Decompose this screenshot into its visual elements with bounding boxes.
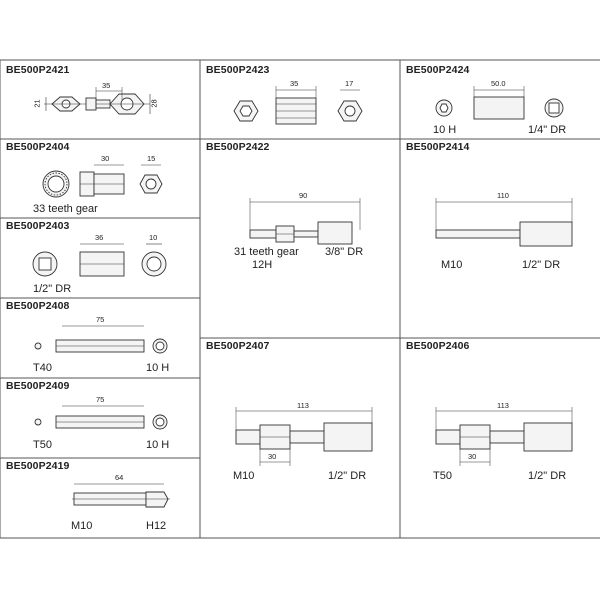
label-2424-drive: 1/4" DR bbox=[528, 124, 567, 136]
dim-2403-length: 36 bbox=[95, 233, 104, 242]
dim-2421-left: 21 bbox=[32, 99, 42, 108]
label-2419-h12: H12 bbox=[146, 520, 167, 532]
label-2404-gear: 33 teeth gear bbox=[33, 203, 98, 215]
dim-2403-hex: 10 bbox=[149, 233, 158, 242]
part-code-2406: BE500P2406 bbox=[404, 340, 472, 353]
label-2422-12h: 12H bbox=[252, 259, 273, 271]
drawing-2407 bbox=[235, 407, 373, 466]
part-code-2419: BE500P2419 bbox=[4, 460, 72, 473]
dim-2404-hex: 15 bbox=[147, 154, 156, 163]
label-2408-t40: T40 bbox=[33, 362, 52, 374]
label-2406-t50: T50 bbox=[433, 470, 452, 482]
part-code-2421: BE500P2421 bbox=[4, 64, 72, 77]
part-code-2409: BE500P2409 bbox=[4, 380, 72, 393]
drawing-2404 bbox=[42, 164, 163, 198]
drawing-2403 bbox=[32, 243, 167, 277]
part-code-2423: BE500P2423 bbox=[204, 64, 272, 77]
drawing-2421 bbox=[44, 87, 151, 115]
drawing-2408 bbox=[34, 325, 168, 354]
dim-2409-length: 75 bbox=[96, 395, 105, 404]
part-code-2408: BE500P2408 bbox=[4, 300, 72, 313]
label-2414-m10: M10 bbox=[441, 259, 463, 271]
part-code-2407: BE500P2407 bbox=[204, 340, 272, 353]
grid-lines bbox=[0, 59, 600, 539]
dim-2423-length: 35 bbox=[290, 79, 299, 88]
dim-2407-head: 30 bbox=[268, 452, 277, 461]
label-2419-m10: M10 bbox=[71, 520, 93, 532]
part-code-2414: BE500P2414 bbox=[404, 141, 472, 154]
dim-2406-length: 113 bbox=[497, 401, 509, 410]
dim-2422-length: 90 bbox=[299, 191, 308, 200]
dim-2421-length: 35 bbox=[102, 81, 111, 90]
part-code-2422: BE500P2422 bbox=[204, 141, 272, 154]
drawing-2424 bbox=[435, 86, 564, 120]
dim-2419-length: 64 bbox=[115, 473, 124, 482]
label-2422-gear: 31 teeth gear bbox=[234, 246, 299, 258]
dim-2424-length: 50.0 bbox=[491, 79, 506, 88]
label-2424-10h: 10 H bbox=[433, 124, 457, 136]
drawing-2423 bbox=[233, 86, 363, 125]
dim-2407-length: 113 bbox=[297, 401, 309, 410]
dim-2404-length: 30 bbox=[101, 154, 110, 163]
label-2406-drive: 1/2" DR bbox=[528, 470, 567, 482]
label-2414-drive: 1/2" DR bbox=[522, 259, 561, 271]
drawing-2419 bbox=[72, 483, 170, 508]
label-2403-drive: 1/2" DR bbox=[33, 283, 72, 295]
label-2407-drive: 1/2" DR bbox=[328, 470, 367, 482]
label-2407-m10: M10 bbox=[233, 470, 255, 482]
label-2408-10h: 10 H bbox=[146, 362, 170, 374]
dim-2408-length: 75 bbox=[96, 315, 105, 324]
part-code-2404: BE500P2404 bbox=[4, 141, 72, 154]
dim-2423-hex: 17 bbox=[345, 79, 354, 88]
label-2409-10h: 10 H bbox=[146, 439, 170, 451]
part-code-2424: BE500P2424 bbox=[404, 64, 472, 77]
label-2409-t50: T50 bbox=[33, 439, 52, 451]
drawing-2409 bbox=[34, 405, 168, 430]
dim-2421-right: 28 bbox=[149, 99, 159, 108]
label-2422-drive: 3/8" DR bbox=[325, 246, 364, 258]
dim-2414-length: 110 bbox=[497, 191, 509, 200]
dim-2406-head: 30 bbox=[468, 452, 477, 461]
drawing-2406 bbox=[435, 407, 573, 466]
drawing-2422 bbox=[249, 198, 361, 245]
drawing-2414 bbox=[435, 198, 573, 247]
part-code-2403: BE500P2403 bbox=[4, 220, 72, 233]
